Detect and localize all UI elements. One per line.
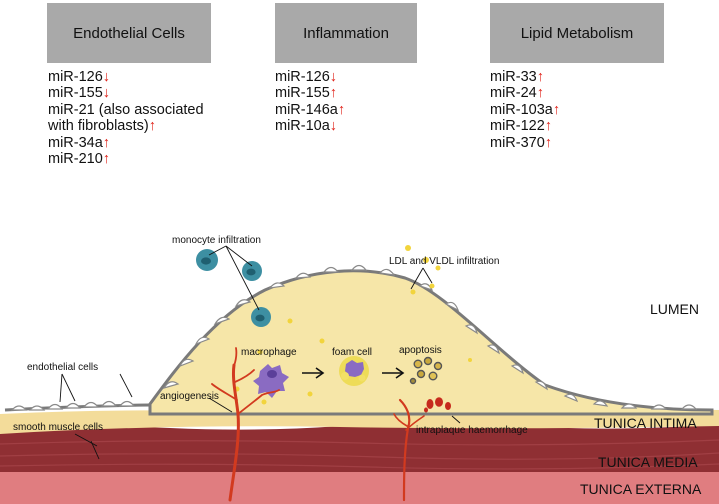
macrophage-label: macrophage	[241, 347, 297, 358]
list-item: with fibroblasts)↑	[48, 118, 156, 135]
endothelial-cells-row	[10, 264, 698, 411]
mirna-list-lipid: miR-33↑ miR-24↑ miR-103a↑ miR-122↑ miR-3…	[490, 69, 560, 151]
list-item: miR-21 (also associated	[48, 101, 204, 118]
ldl-label-leaders	[410, 267, 433, 290]
monocyte-cells	[196, 249, 271, 327]
tunica-media-layer	[0, 423, 719, 472]
list-item: miR-24↑	[490, 85, 544, 102]
list-item: miR-33↑	[490, 69, 544, 85]
foam-cell-icon	[339, 356, 369, 386]
tunica-intima-label: TUNICA INTIMA	[594, 415, 697, 431]
mirna-list-endothelial: miR-126↓ miR-155↓ miR-21 (also associate…	[48, 69, 204, 167]
apoptosis-icon	[409, 356, 443, 385]
haemorrhage-vessel	[393, 398, 425, 502]
header-inflammation: Inflammation	[275, 3, 417, 63]
foam-cell-label: foam cell	[332, 347, 372, 358]
header-lipid-metabolism: Lipid Metabolism	[490, 3, 664, 63]
ldl-vldl-label: LDL and VLDL infiltration	[389, 256, 499, 267]
header-endothelial-cells: Endothelial Cells	[47, 3, 211, 63]
list-item: miR-210↑	[48, 151, 111, 168]
list-item: miR-10a↓	[275, 118, 338, 135]
list-item: miR-122↑	[490, 118, 553, 135]
list-item: miR-155↓	[48, 85, 111, 102]
tunica-externa-label: TUNICA EXTERNA	[580, 481, 702, 497]
endothelial-label-leaders	[59, 373, 133, 403]
tunica-media-label: TUNICA MEDIA	[598, 454, 698, 470]
monocyte-infiltration-label: monocyte infiltration	[172, 235, 261, 246]
smooth-muscle-leaders	[74, 433, 100, 460]
mirna-list-inflammation: miR-126↓ miR-155↑ miR-146a↑ miR-10a↓	[275, 69, 345, 135]
list-item: miR-146a↑	[275, 101, 346, 118]
list-item: miR-126↓	[48, 69, 111, 85]
list-item: miR-34a↑	[48, 134, 111, 151]
list-item: miR-155↑	[275, 85, 338, 102]
smooth-muscle-cells-label: smooth muscle cells	[13, 422, 103, 433]
angiogenesis-vessel	[211, 347, 280, 502]
monocyte-label-leaders	[208, 245, 260, 311]
lumen-label: LUMEN	[650, 301, 699, 317]
list-item: miR-103a↑	[490, 101, 561, 118]
lipid-particles	[234, 245, 472, 405]
list-item: miR-370↑	[490, 134, 553, 151]
list-item: miR-126↓	[275, 69, 338, 85]
endothelial-cells-label: endothelial cells	[27, 362, 98, 373]
process-arrows	[302, 367, 405, 379]
blood-drops	[424, 397, 451, 413]
intraplaque-haemorrhage-label: intraplaque haemorrhage	[416, 425, 528, 436]
angiogenesis-label: angiogenesis	[160, 391, 219, 402]
tunica-externa-layer	[0, 470, 719, 504]
media-striations	[0, 439, 719, 470]
angiogenesis-leader	[208, 397, 233, 413]
apoptosis-label: apoptosis	[399, 345, 442, 356]
haemorrhage-leader	[451, 415, 461, 424]
macrophage-icon	[253, 364, 289, 398]
